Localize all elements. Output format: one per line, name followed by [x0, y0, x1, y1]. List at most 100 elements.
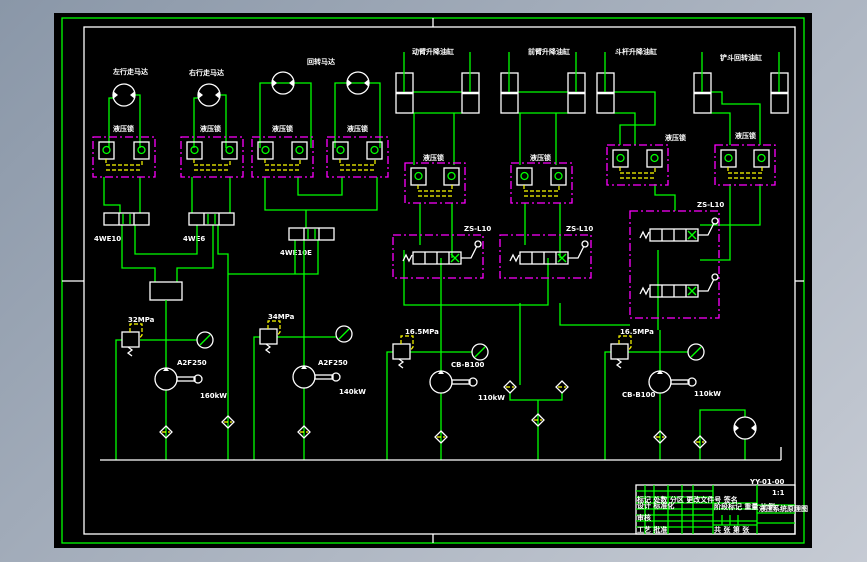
pipe — [193, 159, 231, 166]
pump-arrow — [301, 365, 307, 369]
pipe — [259, 82, 312, 148]
electric-motor-icon — [468, 377, 478, 387]
manual-valve-box — [499, 234, 592, 279]
motor-arrow — [198, 91, 203, 99]
lock-label: 液压锁 — [665, 133, 686, 142]
label-swing-motor: 回转马达 — [307, 57, 335, 66]
pipe — [700, 184, 731, 261]
pipe — [264, 177, 378, 211]
motor-arrow — [272, 79, 277, 87]
pipe — [639, 286, 650, 296]
pump-shaft — [176, 376, 196, 382]
label-relief-2: 34MPa — [268, 313, 295, 321]
lever-knob — [711, 273, 719, 281]
check-ball — [137, 145, 146, 155]
lock-labels: 液压锁 液压锁 液压锁 液压锁 液压锁 液压锁 液压锁 液压锁 — [113, 124, 756, 162]
hydraulic-lock-box — [510, 162, 573, 204]
electric-motor-icon — [331, 372, 341, 382]
check-ball — [414, 171, 423, 181]
check-ball — [520, 171, 529, 181]
gauge-needle — [199, 334, 211, 346]
lock-label: 液压锁 — [530, 153, 551, 162]
filter-icon — [693, 435, 707, 449]
pipe — [397, 358, 405, 369]
filter-icon — [221, 415, 235, 429]
label-right-travel-motor: 右行走马达 — [188, 68, 224, 77]
electric-motor-icon — [193, 374, 203, 384]
pipe — [217, 225, 229, 460]
pipe — [108, 97, 113, 148]
pipe — [614, 91, 656, 145]
sheet-label: 共 张 第 张 — [714, 525, 750, 534]
filter-icon — [653, 430, 667, 444]
check-valve-icon — [366, 141, 383, 160]
pipe — [297, 177, 343, 196]
motor-arrow — [289, 79, 294, 87]
pump-arrow — [657, 370, 663, 374]
check-valve-icon — [646, 149, 663, 168]
pipe — [568, 245, 585, 259]
lock-label: 液压锁 — [347, 124, 368, 133]
label-valve-3: 4WE10E — [280, 249, 312, 257]
pump-arrow — [163, 367, 169, 371]
hydraulic-lock-box — [714, 144, 776, 186]
pipe — [417, 185, 453, 192]
label-zs-3: ZS-L10 — [697, 201, 724, 209]
pressure-gauge-icon — [335, 325, 353, 343]
schematic-components — [92, 52, 789, 461]
filter-icon — [297, 425, 311, 439]
label-pump-4: CB-B100 — [622, 391, 655, 399]
label-zs-2: ZS-L10 — [566, 225, 593, 233]
filter-icon — [531, 413, 545, 427]
pipe — [711, 112, 731, 145]
pipe — [639, 230, 650, 240]
pipe — [698, 278, 715, 292]
pipe — [264, 343, 272, 354]
hydraulic-lock-box — [180, 136, 244, 178]
check-ball — [336, 145, 345, 155]
filter-icon — [434, 430, 448, 444]
pump-arrow — [438, 370, 444, 374]
gauge-needle — [690, 346, 702, 358]
check-valve-icon — [291, 141, 308, 160]
pipe — [267, 320, 281, 337]
scale-value: 1:1 — [772, 489, 785, 497]
pipe — [134, 225, 198, 255]
pipe — [176, 225, 214, 282]
electric-motor-icon — [687, 377, 697, 387]
filter-icon — [503, 380, 517, 394]
pipe — [711, 91, 761, 145]
label-pump-1: A2F250 — [177, 359, 207, 367]
label-left-travel-motor: 左行走马达 — [112, 67, 148, 76]
drawing-name: 液压系统原理图 — [759, 504, 808, 513]
label-pump-3: CB-B100 — [451, 361, 484, 369]
check-ball — [616, 153, 625, 163]
pipe — [618, 335, 632, 352]
pressure-gauge-icon — [196, 331, 214, 349]
pipe — [509, 392, 563, 401]
gauge-needle — [338, 328, 350, 340]
check-ball — [295, 145, 304, 155]
check-ball — [757, 153, 766, 163]
label-power-2: 140kW — [339, 388, 366, 396]
pipe — [220, 94, 227, 148]
pump-shaft — [451, 379, 471, 385]
check-valve-icon — [133, 141, 150, 160]
pipe — [604, 351, 611, 460]
pipe — [461, 245, 478, 259]
pipe — [687, 286, 697, 296]
check-ball — [554, 171, 563, 181]
manual-valve-box — [629, 210, 720, 319]
hydraulic-lock-box — [251, 136, 314, 178]
pipe — [193, 97, 198, 148]
pipe — [687, 230, 697, 240]
label-power-3: 110kW — [478, 394, 505, 402]
title-row-2: 设计 标准化 — [637, 501, 674, 510]
lever-knob — [711, 217, 719, 225]
stage-label: 阶段标记 重量 比例 — [714, 502, 775, 511]
label-pump-2: A2F250 — [318, 359, 348, 367]
lever-knob — [581, 240, 589, 248]
pressure-gauge-icon — [687, 343, 705, 361]
pump-shaft — [314, 374, 334, 380]
